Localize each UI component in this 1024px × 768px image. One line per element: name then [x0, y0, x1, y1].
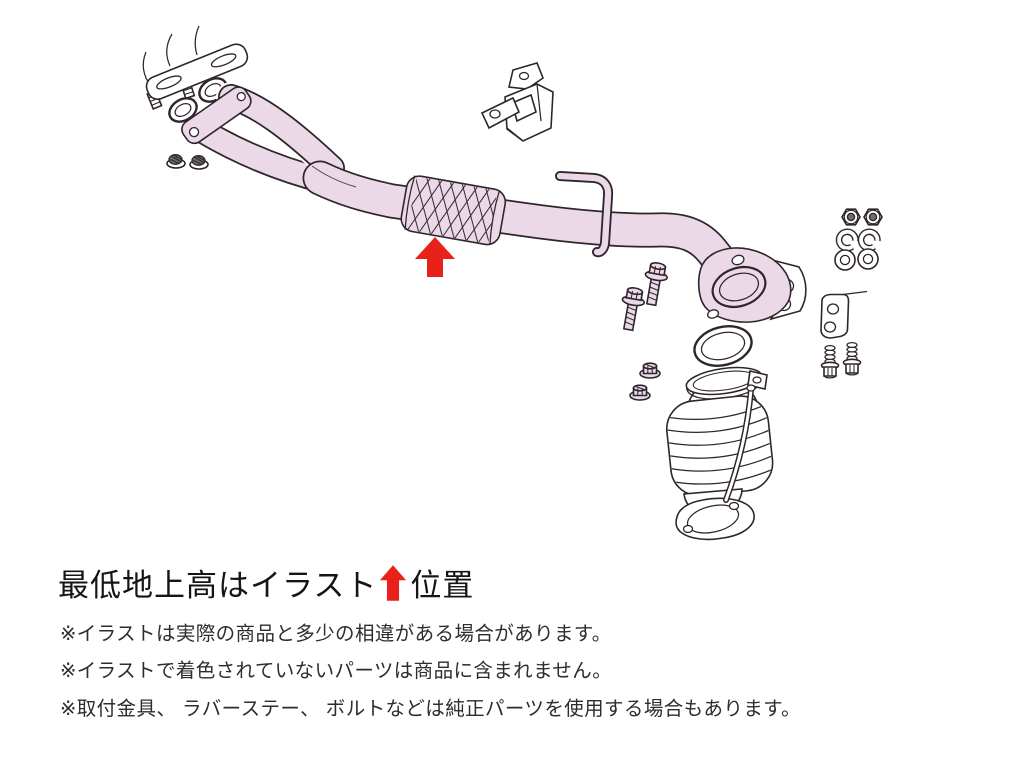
- lock-nut-icon: [166, 154, 186, 169]
- manifold-flange: [142, 25, 249, 111]
- hardware-set: [820, 208, 883, 379]
- disclaimer-notes: ※イラストは実際の商品と多少の相違がある場合があります。 ※イラストで着色されて…: [60, 624, 801, 736]
- flange-gasket: [693, 325, 753, 367]
- hanger-rod: [555, 171, 614, 258]
- note-line: ※イラストで着色されていないパーツは商品に含まれません。: [60, 660, 613, 683]
- gasket-ring: [168, 97, 198, 123]
- up-arrow-icon: [380, 564, 407, 601]
- converter-hanger-rod: [723, 384, 756, 503]
- flex-pipe-section: [400, 175, 507, 246]
- hex-nut-icon: [863, 208, 883, 226]
- flange-bolt-icon: [621, 287, 645, 332]
- catalytic-converter: [665, 366, 774, 541]
- outlet-flange: [697, 247, 792, 323]
- mounting-bracket: [820, 290, 868, 339]
- note-line: ※イラストは実際の商品と多少の相違がある場合があります。: [60, 623, 612, 645]
- note-line: ※取付金具、 ラバーステー、 ボルトなどは純正パーツを使用する場合もあります。: [60, 697, 802, 720]
- flange-nut-icon: [629, 384, 651, 401]
- spring-washer-icon: [835, 228, 859, 252]
- flat-washer-icon: [834, 249, 856, 271]
- stud-bolt-icon: [820, 344, 840, 379]
- up-arrow-icon: [415, 237, 455, 277]
- flange-nut-icon: [639, 362, 661, 379]
- spring-washer-icon: [857, 228, 881, 252]
- front-pipe-flange: [181, 86, 252, 145]
- heading-text-post: 位置: [410, 568, 475, 603]
- page-title: 最低地上高はイラスト 位置: [58, 560, 474, 605]
- hex-nut-icon: [841, 208, 861, 226]
- stud-bolt-icon: [842, 341, 862, 376]
- flat-washer-icon: [857, 248, 879, 270]
- lock-nut-icon: [189, 155, 209, 170]
- heading-text-pre: 最低地上高はイラスト: [58, 568, 378, 603]
- rubber-hanger-mount: [480, 62, 554, 142]
- flange-bolt-icon: [644, 262, 668, 307]
